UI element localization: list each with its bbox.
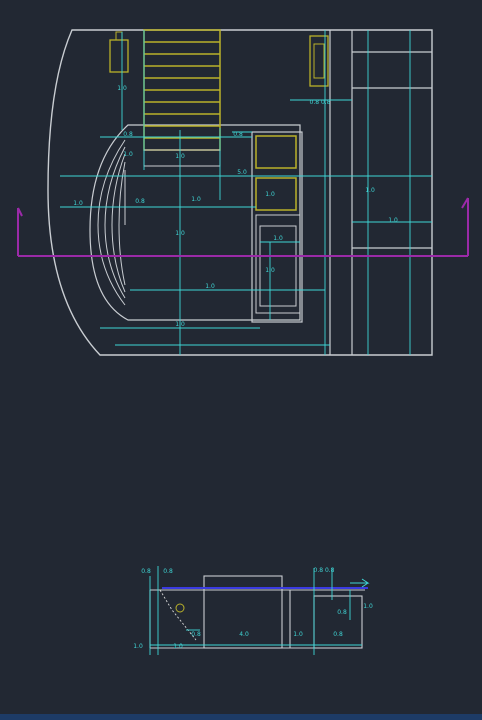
dim-bottom: 1.0 (175, 321, 185, 328)
plan-dimension-lines (60, 30, 432, 355)
dim-mid-b: 1.0 (191, 196, 201, 203)
dim-lower-b: 1.0 (265, 191, 275, 198)
plan-inner-chamber (89, 124, 301, 321)
plan-grating (143, 29, 221, 167)
dim-elev-right-a: 0.8 (337, 609, 347, 616)
dim-mid-left: 1.0 (73, 200, 83, 207)
plan-right-fitting (309, 35, 329, 87)
dim-elev-top-b: 0.8 (163, 568, 173, 575)
dim-elev-bottom-d: 1.0 (293, 631, 303, 638)
elevation-dimension-lines (149, 566, 362, 655)
dim-mid-a: 0.8 (135, 198, 145, 205)
dim-upper-left-a: 0.8 (123, 131, 133, 138)
dim-lower: 1.0 (205, 283, 215, 290)
plan-section-line (17, 197, 469, 257)
dim-upper-center: 1.0 (175, 153, 185, 160)
dim-upper-left-b: 1.0 (123, 151, 133, 158)
dim-elev-bottom-a: 1.0 (133, 643, 143, 650)
dim-center: 1.0 (175, 230, 185, 237)
plan-box-stack (251, 131, 303, 323)
dim-box-b: 1.0 (265, 267, 275, 274)
dim-box-a: 1.0 (273, 235, 283, 242)
dim-elev-bottom-e: 0.8 (333, 631, 343, 638)
elevation-view: 0.8 0.8 0.8 0.8 0.8 1.0 1.0 0.8 4.0 1.0 … (133, 566, 373, 655)
elevation-arrow (350, 578, 370, 588)
dim-top-left-fitting: 1.0 (117, 85, 127, 92)
dim-overall-width: 5.0 (237, 169, 247, 176)
plan-outer-outline (47, 29, 433, 356)
dim-elev-right-b: 1.0 (363, 603, 373, 610)
dim-elev-top-left: 0.8 (141, 568, 151, 575)
dim-elev-bottom-b: 0.8 (191, 631, 201, 638)
dim-right-fitting: 0.8 0.8 (310, 99, 331, 106)
dim-elev-bottom-c: 4.0 (239, 631, 249, 638)
dim-elev-bottom-f: 1.0 (173, 643, 183, 650)
plan-top-left-fitting (109, 39, 129, 73)
plan-view: 1.0 0.8 1.0 1.0 0.8 1.0 0.8 1.0 1.0 5.0 … (17, 29, 469, 356)
dim-right-a: 1.0 (365, 187, 375, 194)
elevation-stair-profile (159, 589, 197, 641)
dim-right-b: 1.0 (388, 217, 398, 224)
dim-upper-right: 0.8 (233, 131, 243, 138)
plan-right-room (329, 30, 432, 355)
dim-elev-top-right: 0.8 0.8 (314, 567, 335, 574)
plan-arc-lines (97, 139, 126, 306)
bottom-status-strip (0, 714, 482, 720)
